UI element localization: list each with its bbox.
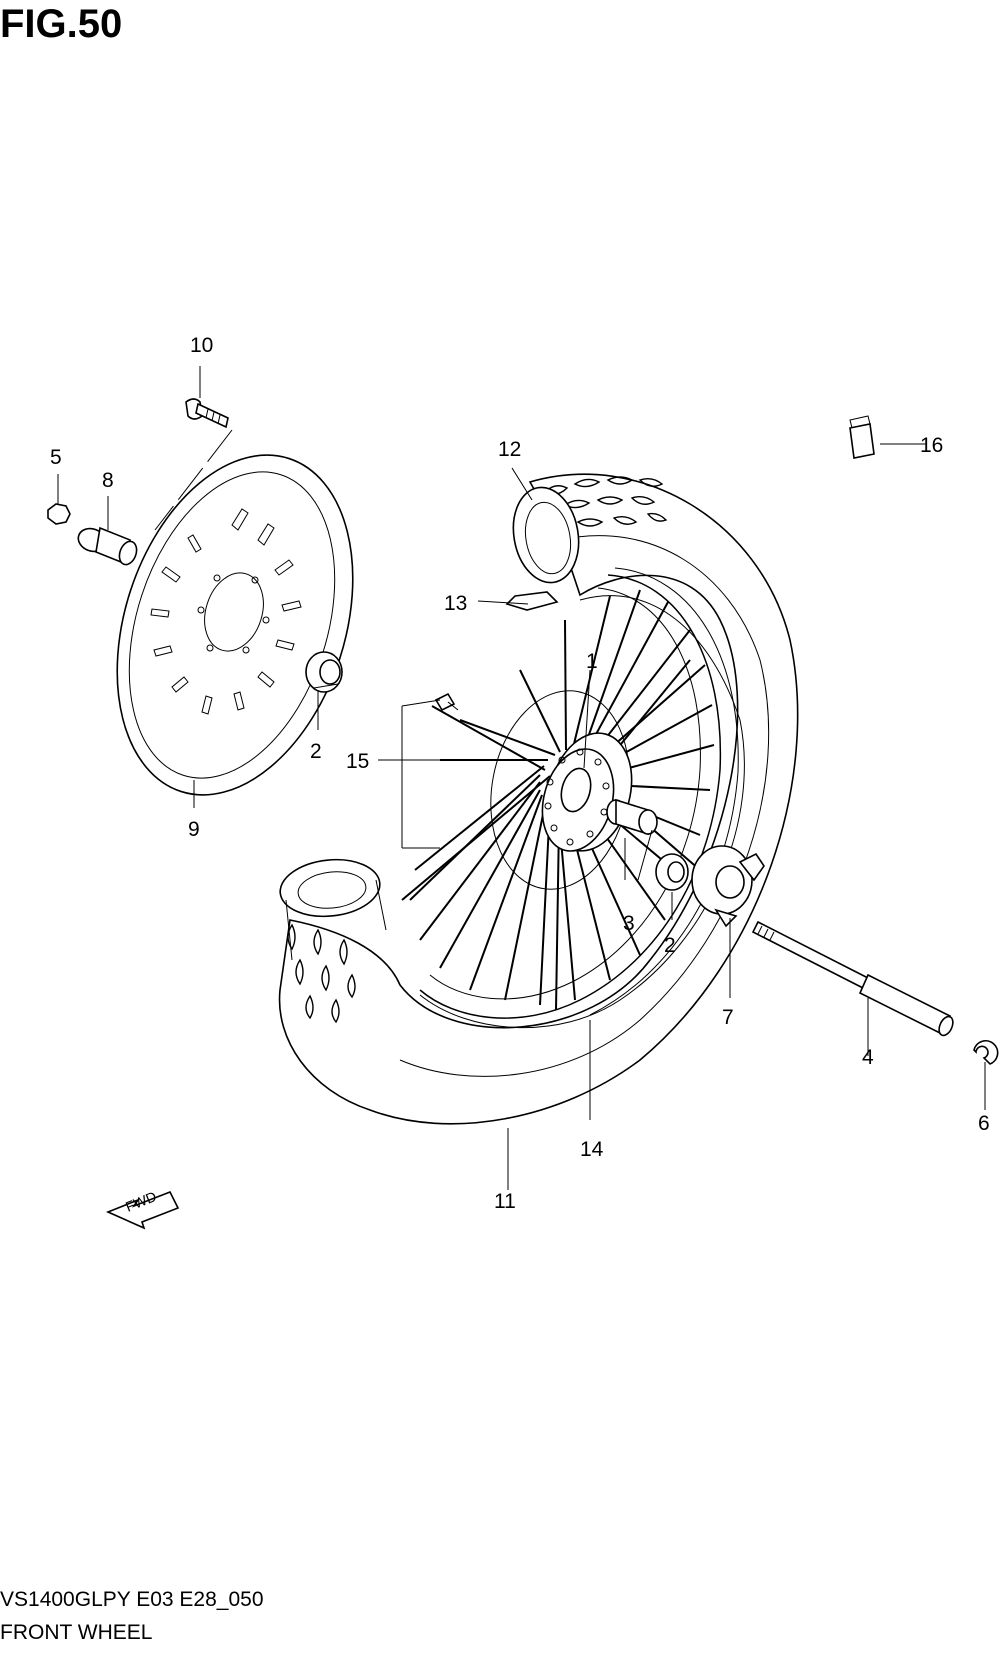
brake-disc	[116, 454, 354, 796]
bearing-right	[655, 853, 689, 891]
callout-8: 8	[102, 469, 114, 492]
wheel-spacer	[77, 526, 138, 566]
callout-7: 7	[722, 1006, 734, 1029]
callout-2-right: 2	[664, 934, 676, 957]
valve-cap	[849, 415, 875, 459]
leader-lines	[57, 366, 986, 1190]
figure-name: FRONT WHEEL	[0, 1621, 153, 1644]
tube-section	[505, 486, 580, 611]
callout-9: 9	[188, 818, 200, 841]
figure-title: FIG.50	[0, 2, 123, 46]
callout-11: 11	[494, 1190, 516, 1213]
callout-13: 13	[444, 592, 467, 615]
callout-14: 14	[580, 1138, 604, 1161]
spoke-nipples	[434, 692, 459, 712]
disc-bolt	[185, 398, 229, 429]
callout-10: 10	[190, 334, 213, 357]
hub-spacer	[606, 798, 658, 836]
callout-3: 3	[623, 912, 635, 935]
callout-5: 5	[50, 446, 62, 469]
callout-16: 16	[920, 434, 943, 457]
model-code: VS1400GLPY E03 E28_050	[0, 1588, 264, 1611]
bearing-left	[305, 651, 343, 693]
callout-12: 12	[498, 438, 521, 461]
callout-6: 6	[978, 1112, 990, 1135]
speedometer-gearbox	[691, 845, 765, 928]
front-axle	[751, 920, 954, 1037]
callout-2-left: 2	[310, 740, 322, 763]
axle-nut	[47, 503, 71, 525]
callout-4: 4	[862, 1046, 874, 1069]
callout-15: 15	[346, 750, 369, 773]
tire	[278, 473, 799, 1125]
callout-1: 1	[586, 650, 598, 673]
fwd-direction-arrow: FWD	[105, 1188, 180, 1230]
axle-clip	[973, 1040, 999, 1065]
